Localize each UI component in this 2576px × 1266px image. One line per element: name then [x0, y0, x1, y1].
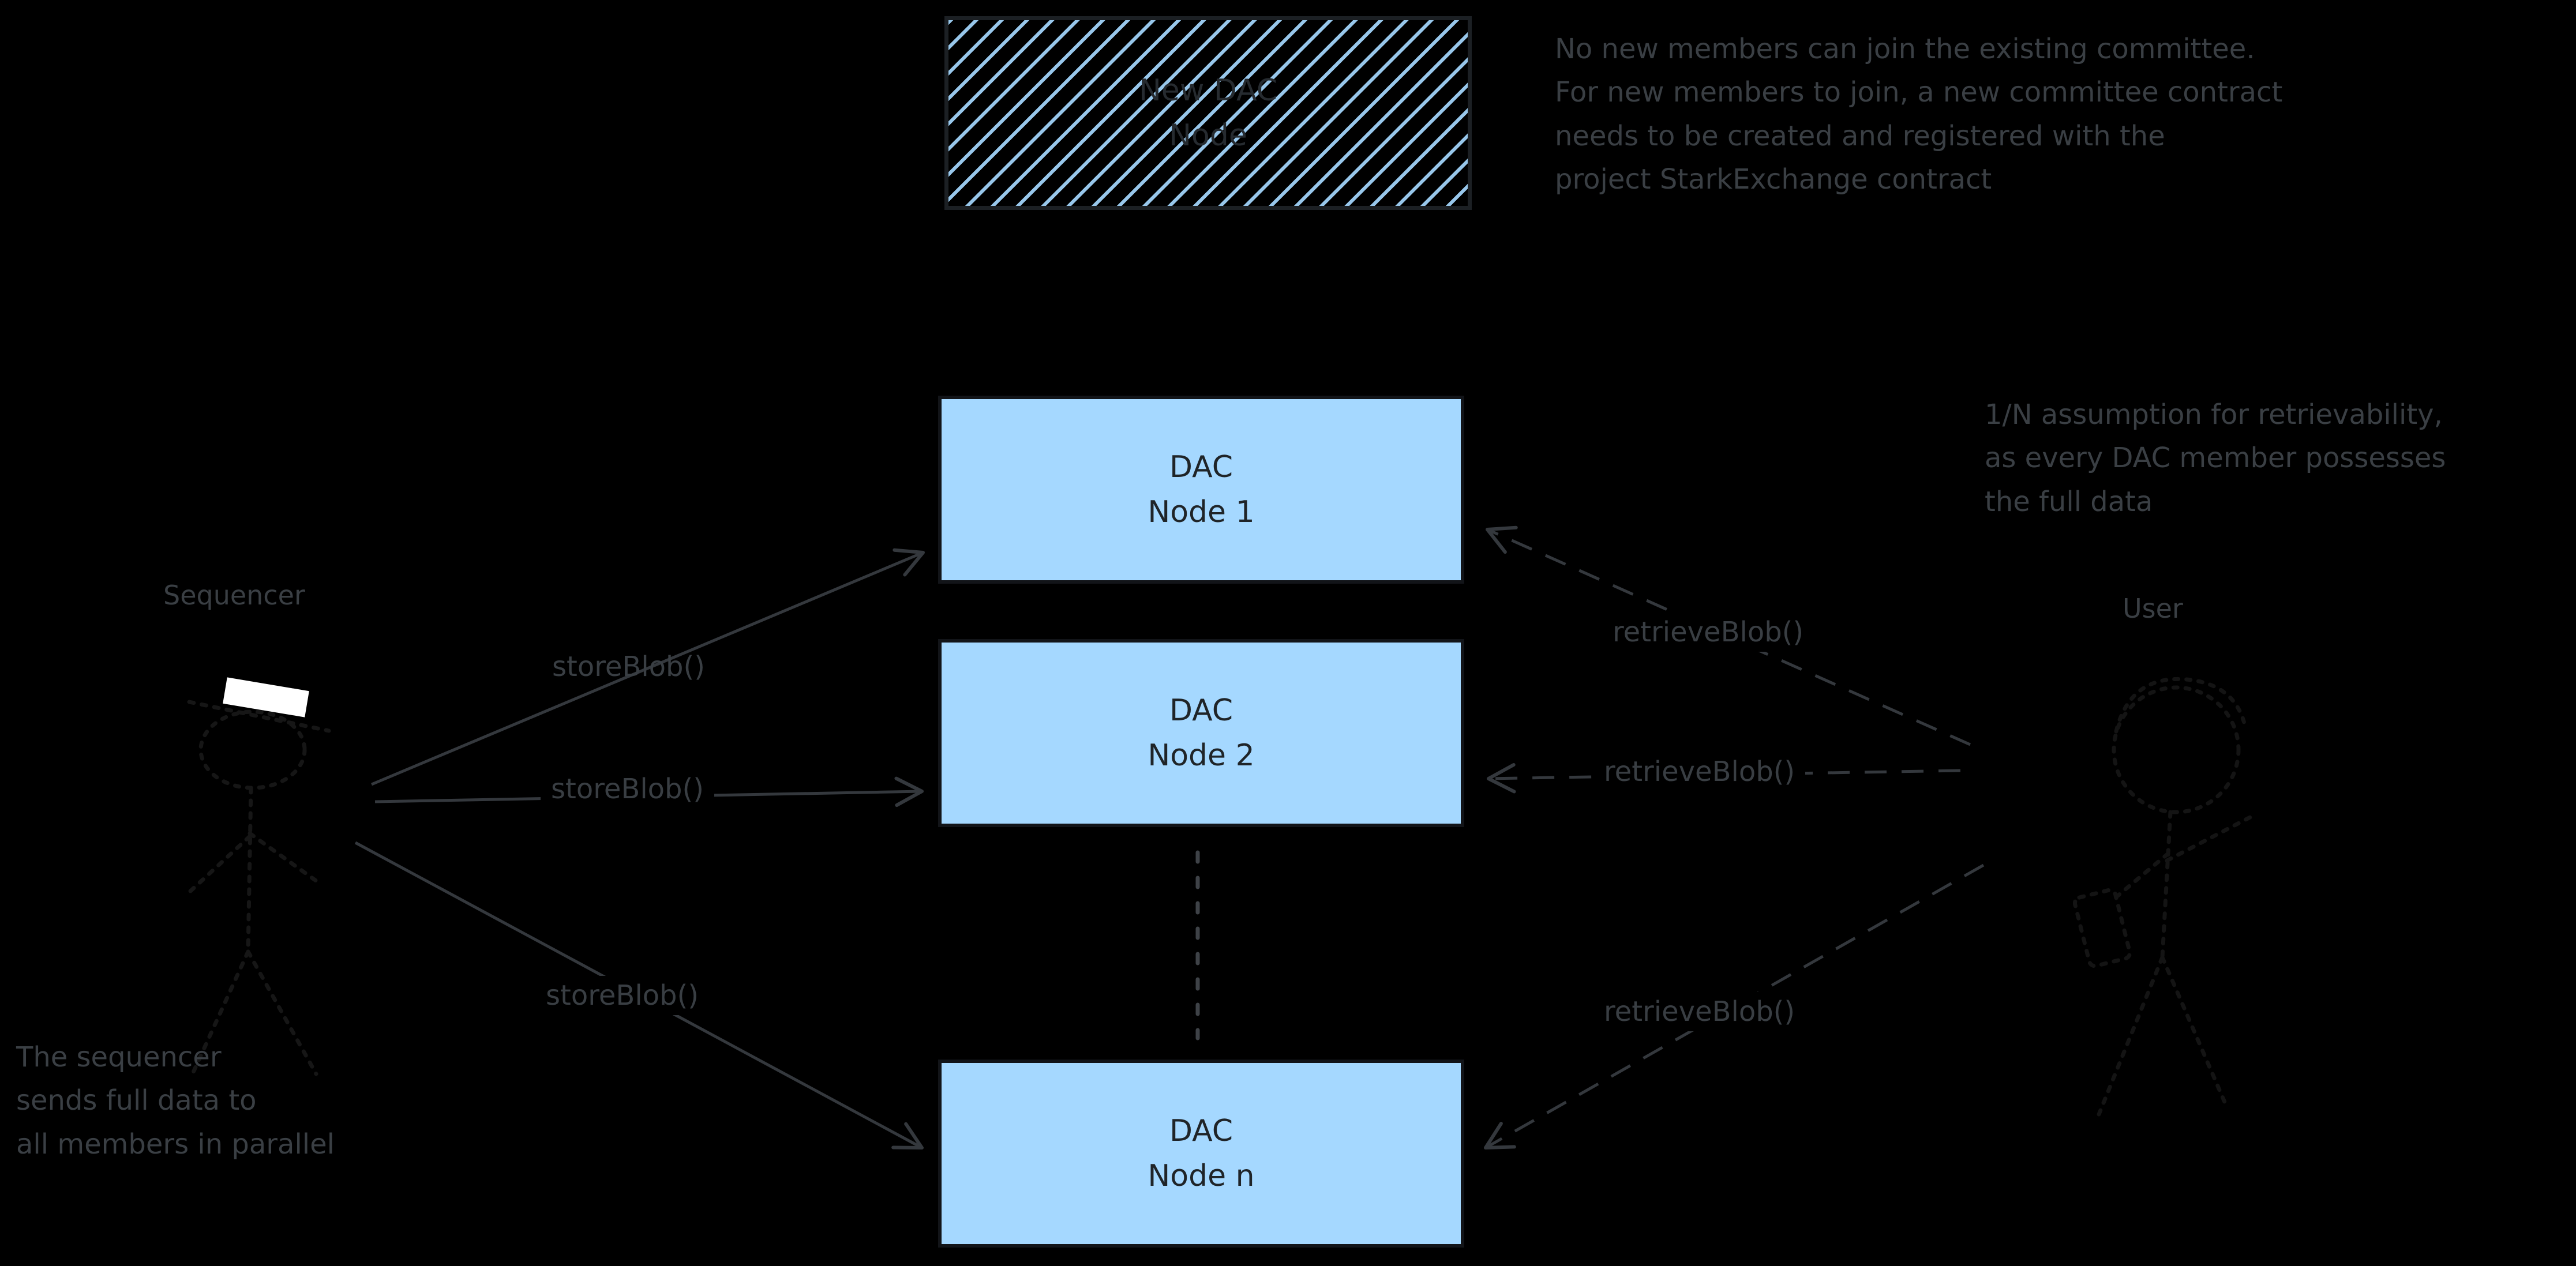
store-blob-arrow-1	[371, 548, 925, 786]
new-dac-node-label-line2: Node	[1169, 118, 1247, 153]
retrieve-blob-label-2: retrieveBlob()	[1593, 752, 1806, 791]
store-blob-label-1: storeBlob()	[552, 651, 705, 683]
note-retrievability: 1/N assumption for retrievability, as ev…	[1985, 399, 2446, 518]
user-label: User	[2123, 593, 2183, 624]
new-dac-node-box: New DAC Node	[944, 16, 1472, 210]
user-phone-icon	[2072, 888, 2132, 968]
user-leg-left	[2097, 955, 2165, 1117]
store-blob-label-2: storeBlob()	[541, 769, 714, 809]
dac-node-1-label-line1: DAC	[1169, 450, 1233, 484]
sequencer-arm-right	[248, 831, 321, 885]
store-blob-label-3: storeBlob()	[535, 976, 709, 1015]
new-dac-node-label-line1: New DAC	[1138, 73, 1278, 108]
dac-node-1-label-line2: Node 1	[1148, 495, 1255, 529]
dac-node-1-box: DAC Node 1	[938, 396, 1464, 584]
sequencer-hat-brim	[187, 700, 331, 733]
sequencer-hat-icon	[223, 677, 309, 717]
user-body	[2160, 810, 2173, 960]
note-parallel: The sequencer sends full data to all mem…	[16, 1041, 335, 1160]
dac-node-n-label-line2: Node n	[1148, 1159, 1255, 1193]
user-head	[2112, 685, 2241, 814]
retrieve-blob-label-1: retrieveBlob()	[1602, 613, 1814, 652]
user-hair	[2114, 677, 2248, 734]
dac-node-2-label-line1: DAC	[1169, 693, 1233, 728]
dac-node-n-label-line1: DAC	[1169, 1114, 1233, 1148]
user-arm-left	[2109, 851, 2170, 903]
note-committee: No new members can join the existing com…	[1555, 33, 2283, 196]
dac-node-2-box: DAC Node 2	[938, 639, 1464, 827]
user-leg-right	[2160, 955, 2229, 1110]
user-person-icon	[2072, 677, 2253, 1117]
sequencer-person-icon	[187, 677, 331, 1081]
retrieve-blob-arrow-3	[1483, 863, 1985, 1150]
dac-node-2-label-line2: Node 2	[1148, 738, 1255, 773]
user-arm-right	[2165, 814, 2253, 863]
retrieve-blob-label-3: retrieveBlob()	[1593, 992, 1806, 1031]
sequencer-leg-left	[188, 949, 250, 1081]
sequencer-body	[246, 786, 253, 954]
dac-node-n-box: DAC Node n	[938, 1060, 1464, 1248]
sequencer-arm-left	[188, 834, 252, 893]
sequencer-leg-right	[246, 949, 318, 1076]
sequencer-label: Sequencer	[163, 580, 305, 611]
